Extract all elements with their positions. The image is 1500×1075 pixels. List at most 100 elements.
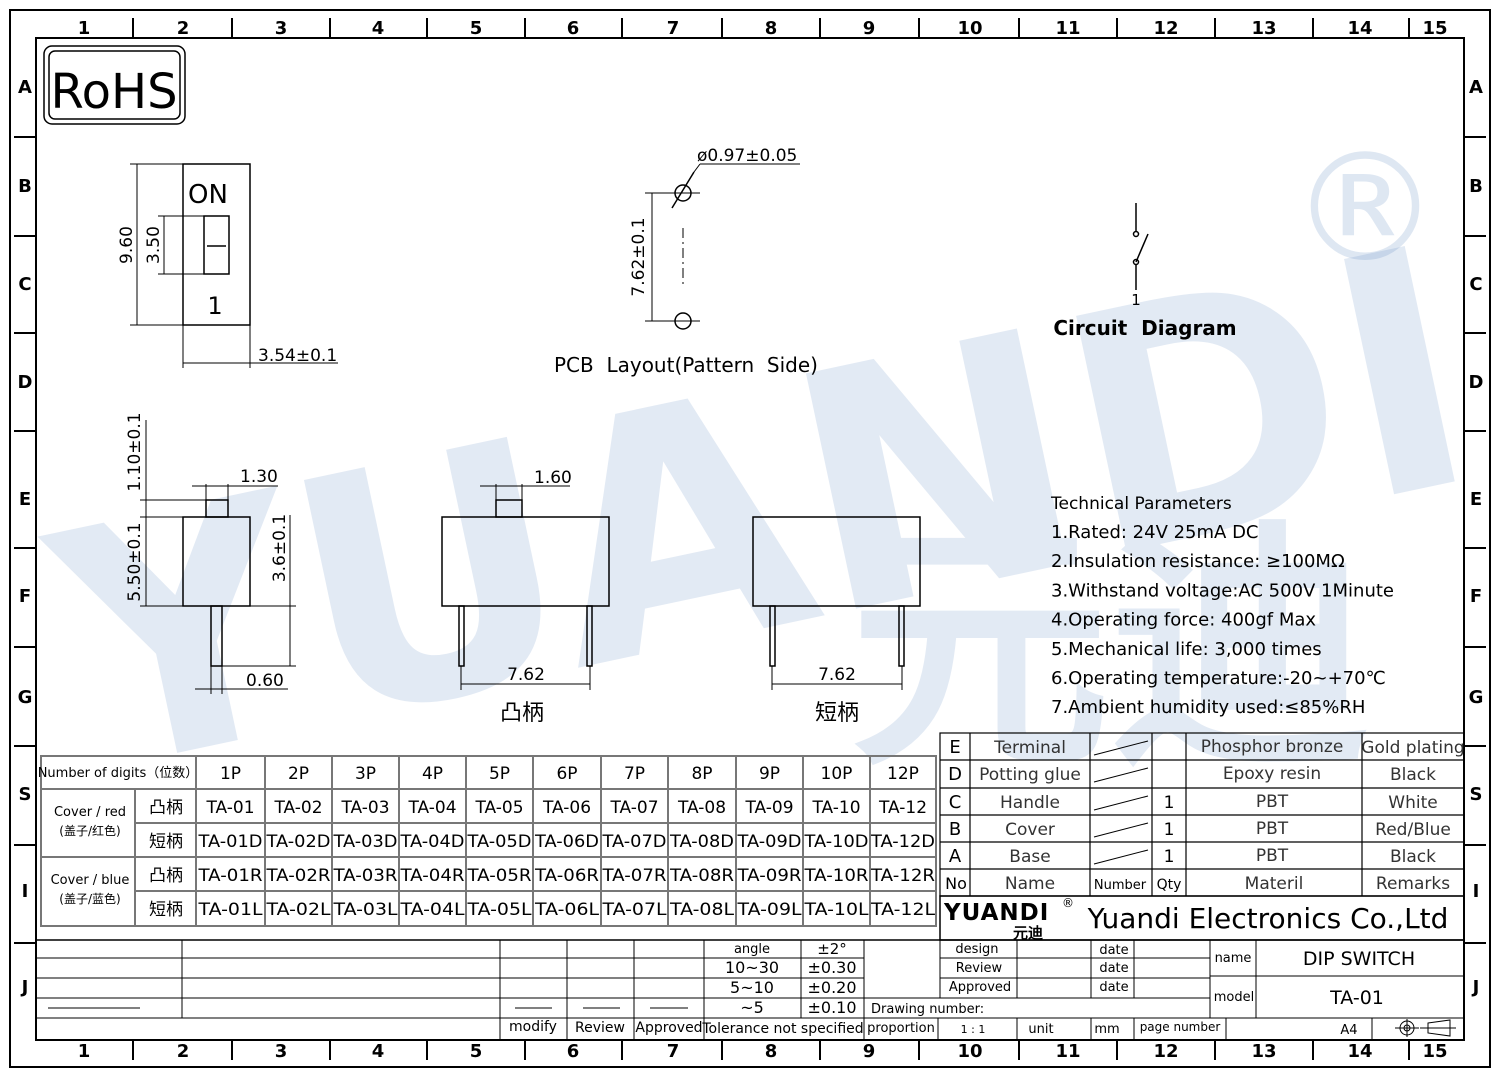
- dim-window: 3.50: [144, 226, 164, 264]
- model-table-digit-header: 5P: [489, 764, 510, 784]
- column-marker-bottom: 15: [1422, 1041, 1447, 1062]
- model-cell: TA-01L: [197, 900, 263, 920]
- dim-height: 9.60: [117, 226, 137, 264]
- bom-remarks: Black: [1390, 847, 1436, 867]
- bom-header-name: Name: [1005, 874, 1055, 894]
- bom-number-slash: [1093, 740, 1149, 756]
- model-cell: TA-05D: [466, 832, 531, 852]
- outer-frame: [9, 9, 1491, 1068]
- model-cell: TA-10: [811, 798, 860, 818]
- bom-no: C: [949, 792, 962, 813]
- bottom-block: [36, 939, 1464, 1040]
- column-marker-bottom: 6: [567, 1041, 580, 1062]
- bom-no: D: [948, 764, 962, 785]
- tb-design: design: [955, 942, 998, 957]
- model-cell: TA-04L: [399, 900, 465, 920]
- row-marker-right: J: [1471, 977, 1480, 998]
- model-table-digit-header: 8P: [691, 764, 712, 784]
- signoff-modify: modify: [509, 1019, 557, 1035]
- model-cell: TA-12: [878, 798, 927, 818]
- row-marker-right: G: [1469, 687, 1484, 708]
- model-table-digit-header: 6P: [556, 764, 577, 784]
- column-marker-top: 3: [275, 18, 288, 39]
- bom-header-material: Materil: [1245, 874, 1304, 894]
- watermark-registered: ®: [1290, 122, 1440, 296]
- row-marker-left: S: [19, 784, 32, 805]
- raised-caption: 凸柄: [500, 701, 544, 726]
- row-marker-right: A: [1469, 77, 1483, 98]
- bom-material: PBT: [1256, 846, 1289, 866]
- tech-item: 6.Operating temperature:-20~+70℃: [1051, 668, 1386, 689]
- bom-header-no: No: [945, 874, 967, 893]
- model-cell: TA-02D: [265, 832, 330, 852]
- column-marker-top: 4: [372, 18, 385, 39]
- row-marker-left: E: [19, 489, 31, 510]
- short-pitch: 7.62: [818, 665, 856, 685]
- model-row-type: 短柄: [149, 832, 183, 852]
- bom-material: Epoxy resin: [1223, 764, 1321, 784]
- column-marker-top: 11: [1055, 18, 1080, 39]
- company-bar: YUANDI 元迪 ® Yuandi Electronics Co.,Ltd: [939, 895, 1465, 942]
- model-table-digit-header: 10P: [821, 764, 853, 784]
- company-logo-cn: 元迪: [1013, 924, 1043, 942]
- model-cell: TA-05R: [466, 866, 531, 886]
- bom-qty: 1: [1164, 820, 1175, 840]
- model-table-digit-header: 7P: [624, 764, 645, 784]
- model-cell: TA-04R: [399, 866, 464, 886]
- tol-value: ±0.20: [807, 978, 856, 997]
- tech-list: 1.Rated: 24V 25mA DC2.Insulation resista…: [1051, 522, 1394, 718]
- company-logo: YUANDI: [943, 900, 1049, 926]
- model-cell: TA-06D: [534, 832, 599, 852]
- column-marker-top: 10: [957, 18, 982, 39]
- bom-remarks: Red/Blue: [1375, 820, 1451, 840]
- tb-name-label: name: [1215, 951, 1252, 966]
- column-marker-bottom: 7: [667, 1041, 680, 1062]
- bom-no: B: [949, 819, 961, 840]
- knob-width: 1.30: [240, 467, 278, 487]
- bom-name: Handle: [1000, 793, 1060, 813]
- row-marker-left: I: [22, 881, 29, 902]
- model-cell: TA-04D: [399, 832, 464, 852]
- bom-remarks: White: [1388, 793, 1437, 813]
- tb-review: Review: [956, 961, 1003, 976]
- tb-date-3: date: [1099, 980, 1128, 995]
- model-cell: TA-10D: [803, 832, 868, 852]
- projection-symbol-icon: [1395, 1019, 1456, 1037]
- row-marker-left: B: [18, 176, 32, 197]
- tol-label: Tolerance not specified: [701, 1021, 863, 1037]
- hole-diameter: ø0.97±0.05: [697, 146, 797, 166]
- signoff-approved: Approved: [635, 1020, 702, 1036]
- tb-name-value: DIP SWITCH: [1303, 948, 1415, 970]
- model-cell: TA-01: [205, 798, 254, 818]
- model-cell: TA-02R: [265, 866, 330, 886]
- tb-date-1: date: [1099, 943, 1128, 958]
- tol-ranges: 10~30±0.305~10±0.20~5±0.10: [725, 958, 857, 1017]
- model-cell: TA-02L: [265, 900, 331, 920]
- tol-range: ~5: [740, 998, 764, 1017]
- column-marker-top: 7: [667, 18, 680, 39]
- tol-value: ±0.30: [807, 958, 856, 977]
- model-cell: TA-09: [744, 798, 793, 818]
- row-marker-right: S: [1470, 784, 1483, 805]
- model-table-digit-header: 4P: [422, 764, 443, 784]
- model-table-digit-header: 2P: [288, 764, 309, 784]
- column-marker-bottom: 11: [1055, 1041, 1080, 1062]
- model-row-type: 凸柄: [149, 866, 183, 886]
- tech-item: 4.Operating force: 400gf Max: [1051, 610, 1316, 631]
- row-marker-left: A: [18, 77, 32, 98]
- tech-item: 2.Insulation resistance: ≥100MΩ: [1051, 551, 1345, 572]
- model-cell: TA-12L: [870, 900, 936, 920]
- column-marker-top: 15: [1422, 18, 1447, 39]
- column-marker-bottom: 1: [78, 1041, 91, 1062]
- model-cell: TA-10R: [803, 866, 868, 886]
- bom-remarks: Gold plating: [1361, 738, 1464, 758]
- bom-remarks: Black: [1390, 765, 1436, 785]
- pin-length: 3.6±0.1: [270, 514, 290, 582]
- model-table-digit-header: 9P: [759, 764, 780, 784]
- watermark-chinese: 元迪: [850, 500, 1370, 802]
- rohs-badge: RoHS: [43, 45, 186, 125]
- column-marker-bottom: 14: [1347, 1041, 1372, 1062]
- bom-material: PBT: [1256, 819, 1289, 839]
